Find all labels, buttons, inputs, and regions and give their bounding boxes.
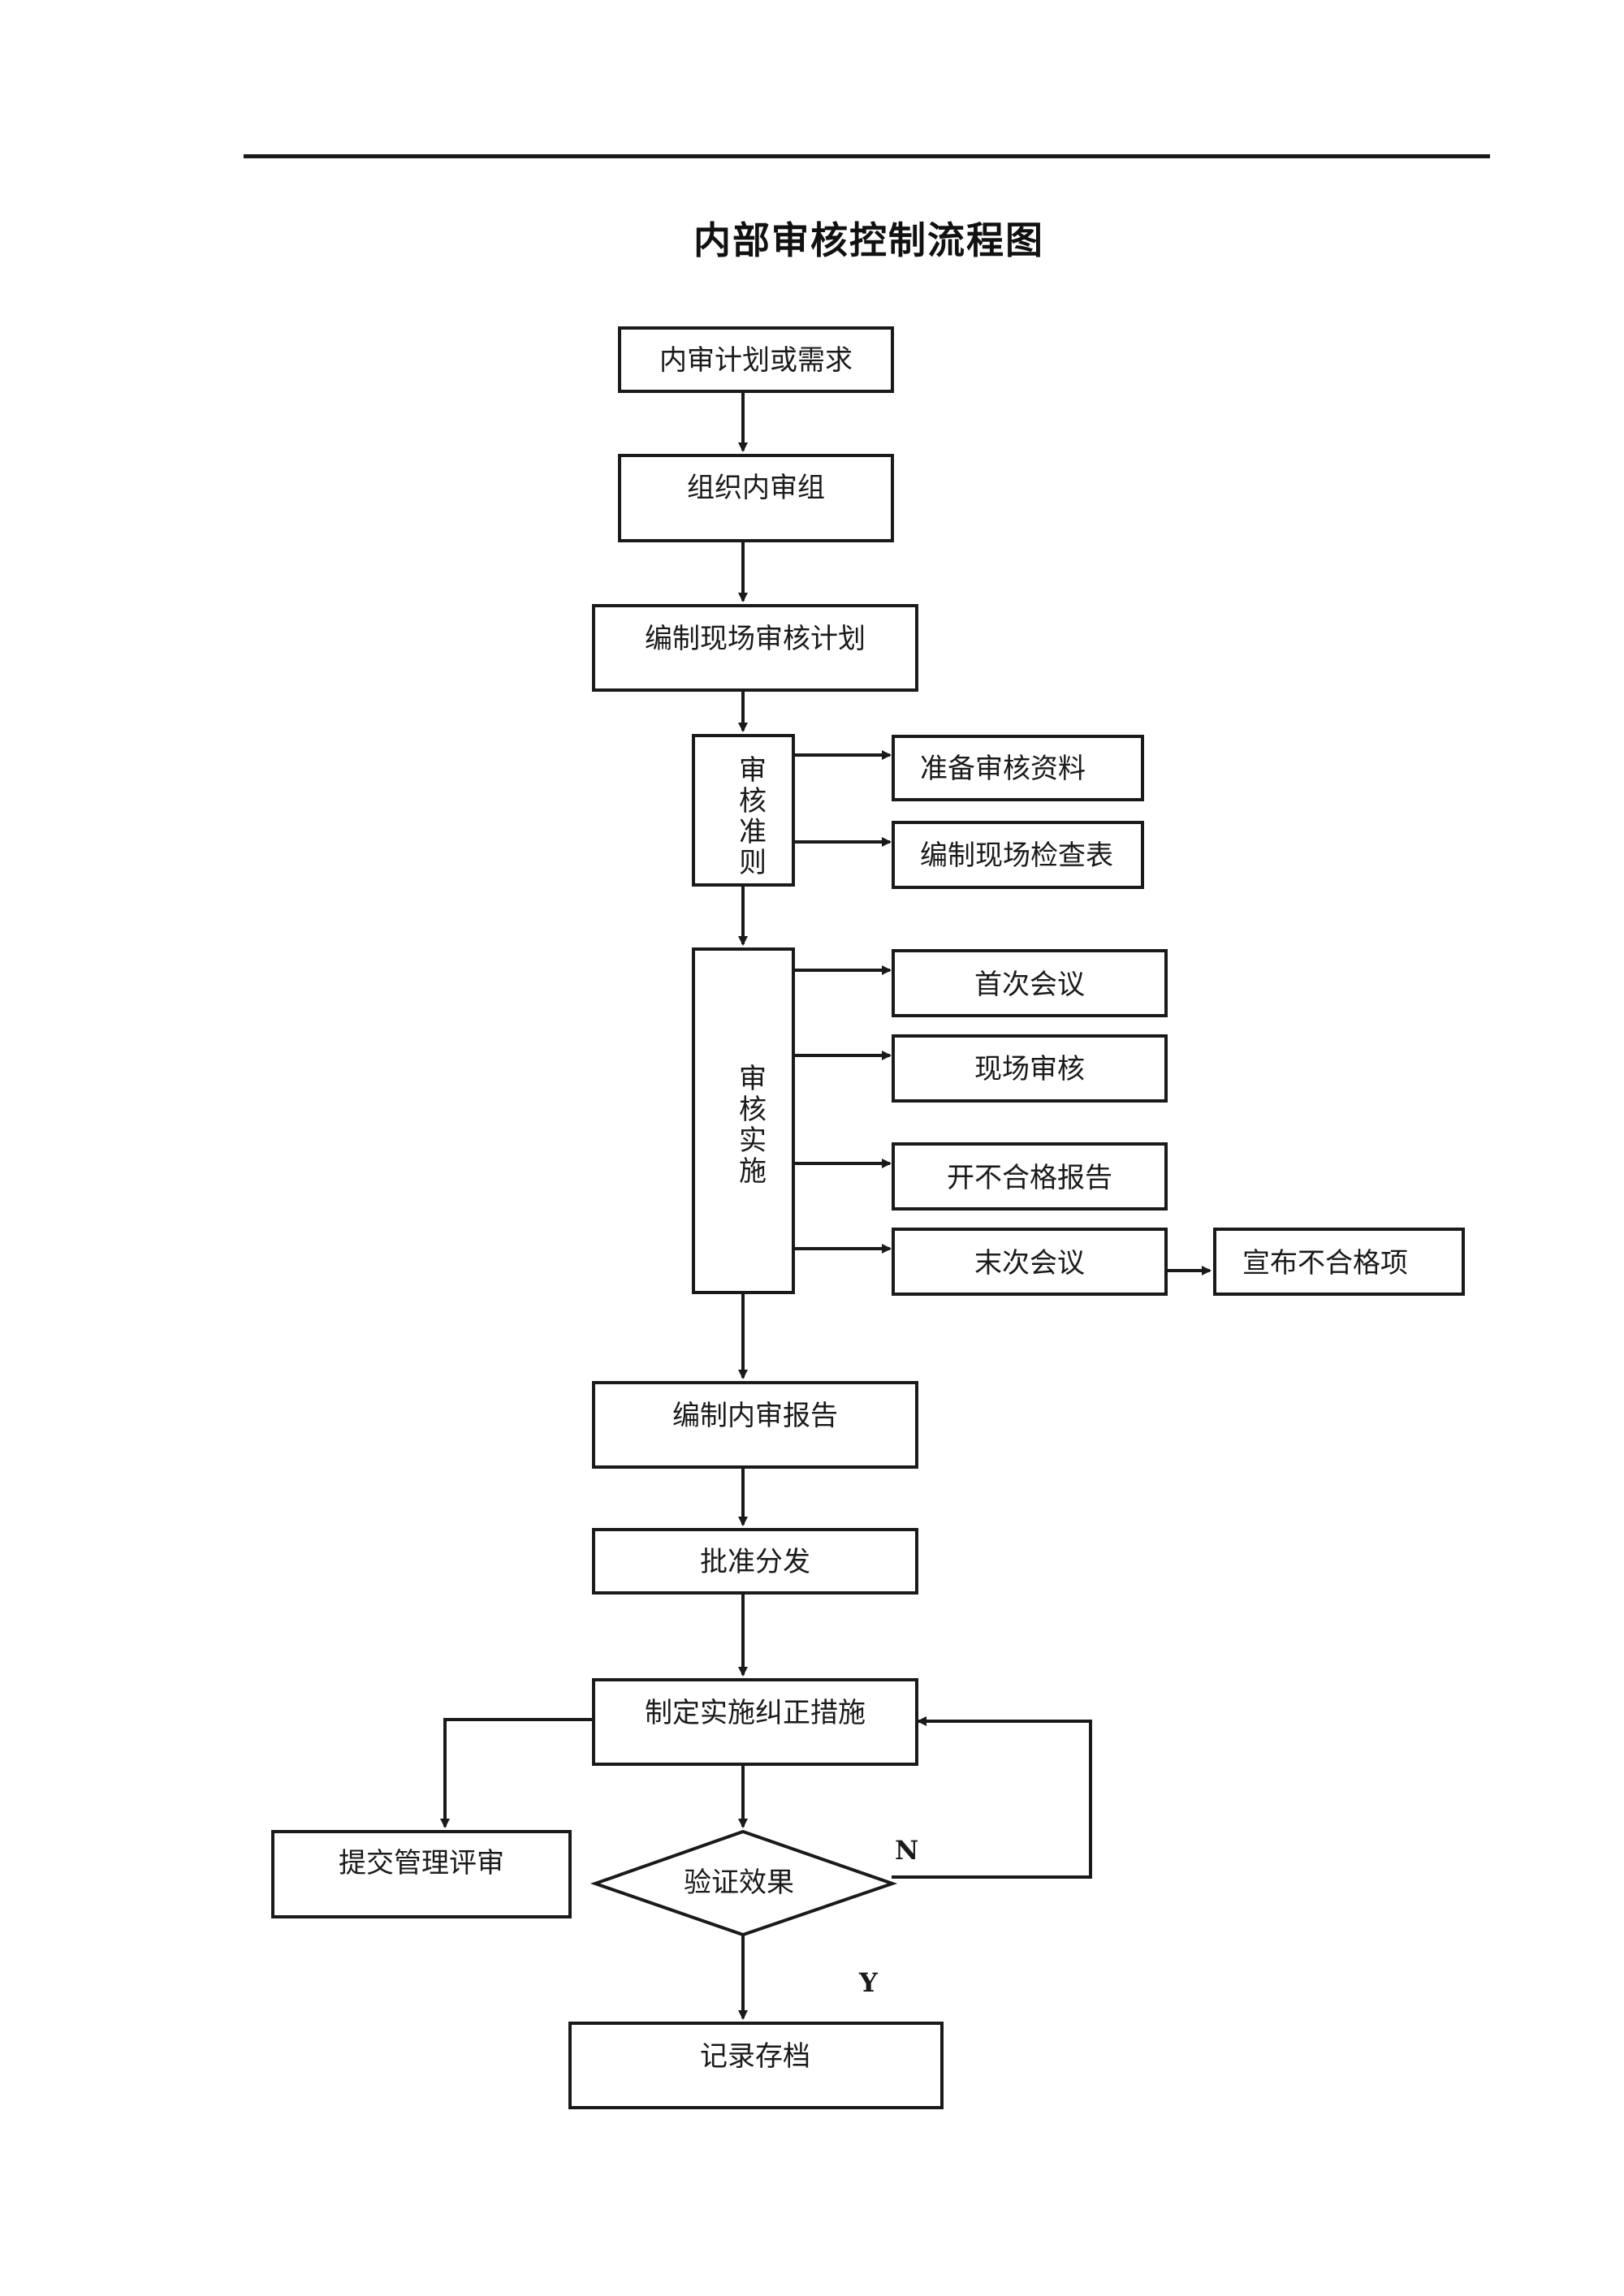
node-announce-nc-label: 宣布不合格项 <box>1242 1247 1408 1280</box>
node-onsite-audit-label: 现场审核 <box>974 1053 1085 1085</box>
node-issue-nc-report: 开不合格报告 <box>892 1142 1168 1211</box>
branch-label-no: N <box>895 1835 918 1866</box>
node-corrective-actions-label: 制定实施纠正措施 <box>645 1697 866 1729</box>
node-plan-or-need-label: 内审计划或需求 <box>659 344 853 377</box>
node-verify-effect-label: 验证效果 <box>684 1867 794 1899</box>
node-prepare-report: 编制内审报告 <box>592 1381 918 1469</box>
arrow-verify-no-loop <box>892 1716 1092 1879</box>
node-audit-implementation: 审核实施 <box>692 947 795 1294</box>
node-closing-meeting-label: 末次会议 <box>974 1247 1085 1280</box>
node-announce-nc: 宣布不合格项 <box>1213 1228 1465 1296</box>
top-rule <box>244 154 1490 158</box>
node-prepare-materials-label: 准备审核资料 <box>920 753 1086 785</box>
node-verify-effect: 验证效果 <box>590 1829 898 1937</box>
arrow-corrective-to-review <box>440 1718 593 1828</box>
node-approve-distribute: 批准分发 <box>592 1528 918 1595</box>
node-approve-distribute-label: 批准分发 <box>700 1546 810 1578</box>
node-opening-meeting-label: 首次会议 <box>974 969 1085 1001</box>
page-title: 内部审核控制流程图 <box>693 218 1044 262</box>
node-onsite-audit: 现场审核 <box>892 1034 1168 1103</box>
node-audit-implementation-label: 审核实施 <box>739 1063 767 1188</box>
node-prepare-onsite-plan: 编制现场审核计划 <box>592 604 918 692</box>
node-prepare-checklist-label: 编制现场检查表 <box>920 839 1113 872</box>
branch-label-yes: Y <box>858 1967 879 1998</box>
node-organize-team-label: 组织内审组 <box>687 472 825 504</box>
node-management-review-label: 提交管理评审 <box>339 1847 504 1880</box>
connectors <box>440 391 1212 2020</box>
node-prepare-checklist: 编制现场检查表 <box>892 821 1144 889</box>
node-prepare-report-label: 编制内审报告 <box>672 1400 838 1432</box>
node-prepare-materials: 准备审核资料 <box>892 735 1144 801</box>
node-management-review: 提交管理评审 <box>271 1830 572 1918</box>
node-organize-team: 组织内审组 <box>618 454 894 542</box>
node-closing-meeting: 末次会议 <box>892 1228 1168 1296</box>
node-opening-meeting: 首次会议 <box>892 949 1168 1017</box>
node-prepare-onsite-plan-label: 编制现场审核计划 <box>645 623 866 655</box>
node-issue-nc-report-label: 开不合格报告 <box>947 1162 1112 1194</box>
node-audit-criteria: 审核准则 <box>692 734 795 887</box>
node-record-archive: 记录存档 <box>568 2022 944 2109</box>
node-plan-or-need: 内审计划或需求 <box>618 326 894 393</box>
node-corrective-actions: 制定实施纠正措施 <box>592 1678 918 1766</box>
node-record-archive-label: 记录存档 <box>700 2040 810 2073</box>
node-audit-criteria-label: 审核准则 <box>739 754 767 879</box>
